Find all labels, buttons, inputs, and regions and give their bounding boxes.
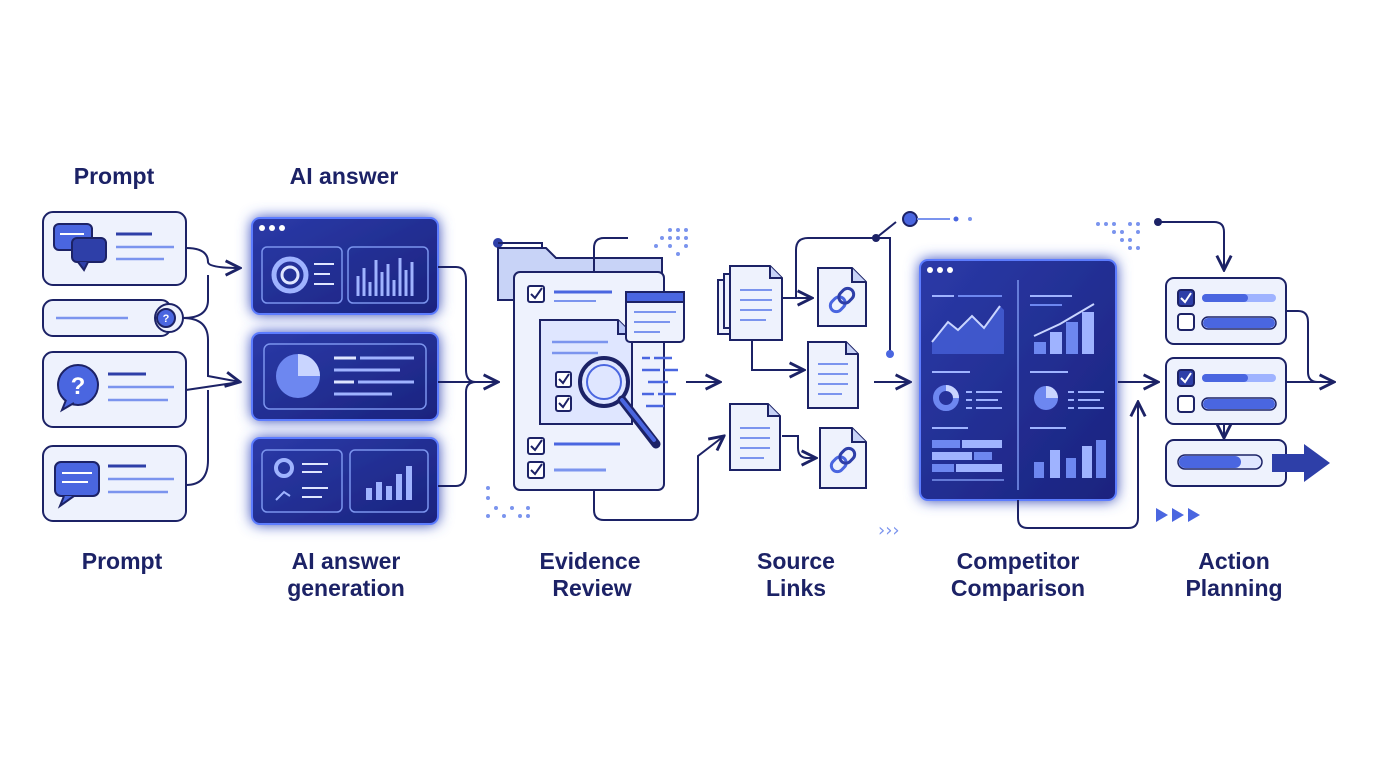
stage-label-prompt: Prompt <box>82 548 163 574</box>
play-arrows-decoration <box>1156 508 1200 522</box>
svg-text:?: ? <box>71 373 86 400</box>
dot-grid-decoration <box>1096 222 1140 250</box>
prompt-card: ? <box>42 351 187 428</box>
prompt-card <box>42 445 187 522</box>
document-icon <box>807 341 859 409</box>
chat-bubbles-icon <box>53 223 107 272</box>
stage-label-ai-answer-line2: generation <box>287 575 405 601</box>
action-planning-stage <box>1154 218 1334 487</box>
checkbox-icon <box>1177 395 1195 413</box>
bar-chart-icon <box>1034 440 1106 478</box>
pie-chart-icon <box>1034 386 1058 410</box>
donut-chart-icon <box>933 385 959 411</box>
stage-label-action-line1: Action <box>1198 548 1270 574</box>
dot-grid-decoration <box>486 228 688 518</box>
donut-chart-icon <box>274 458 294 478</box>
right-arrow-icon <box>1272 444 1330 482</box>
ai-panel <box>251 437 439 525</box>
prompt-connectors <box>182 247 240 486</box>
magnifier-icon <box>578 356 661 449</box>
pie-chart-icon <box>276 354 320 398</box>
stage-label-competitor-line2: Comparison <box>951 575 1085 601</box>
source-links-stage: ››› <box>717 211 972 541</box>
donut-chart-icon <box>271 256 309 294</box>
link-icon <box>817 267 867 327</box>
top-label-ai-answer: AI answer <box>290 163 399 189</box>
ai-connectors <box>438 266 498 487</box>
task-card <box>1165 439 1287 487</box>
stage-label-source-line1: Source <box>757 548 835 574</box>
top-label-prompt: Prompt <box>74 163 155 189</box>
stage-label-evidence-line1: Evidence <box>540 548 641 574</box>
link-icon <box>819 427 867 489</box>
checkbox-icon <box>1177 369 1195 387</box>
prompt-card <box>42 211 187 286</box>
bar-chart-icon <box>366 466 412 500</box>
competitor-stage <box>919 222 1200 529</box>
stage-label-ai-answer-line1: AI answer <box>292 548 401 574</box>
svg-text:?: ? <box>163 313 170 325</box>
question-icon <box>156 308 176 328</box>
message-icon <box>54 461 100 509</box>
evidence-stage <box>486 228 724 521</box>
line-chart-icon <box>931 305 1004 354</box>
checkbox-icon <box>1177 313 1195 331</box>
stage-label-evidence-line2: Review <box>552 575 631 601</box>
bar-chart-icon <box>1033 303 1095 354</box>
prompt-stage: ? ? <box>42 211 187 522</box>
question-icon: ? <box>57 364 99 413</box>
document-icon <box>717 265 783 341</box>
stage-label-source-line2: Links <box>766 575 826 601</box>
stage-labels: Prompt AI answer generation Evidence Rev… <box>82 548 1283 601</box>
bar-chart-icon <box>356 258 414 296</box>
prompt-card: ? <box>42 299 184 337</box>
stage-label-competitor-line1: Competitor <box>957 548 1080 574</box>
checkbox-icon <box>1177 289 1195 307</box>
document-icon <box>729 403 781 471</box>
checklist-icon <box>527 285 545 479</box>
chevrons-decoration: ››› <box>878 520 900 541</box>
stage-label-action-line2: Planning <box>1185 575 1282 601</box>
ai-answer-stage <box>251 217 439 525</box>
task-card <box>1165 277 1287 345</box>
task-card <box>1165 357 1287 425</box>
